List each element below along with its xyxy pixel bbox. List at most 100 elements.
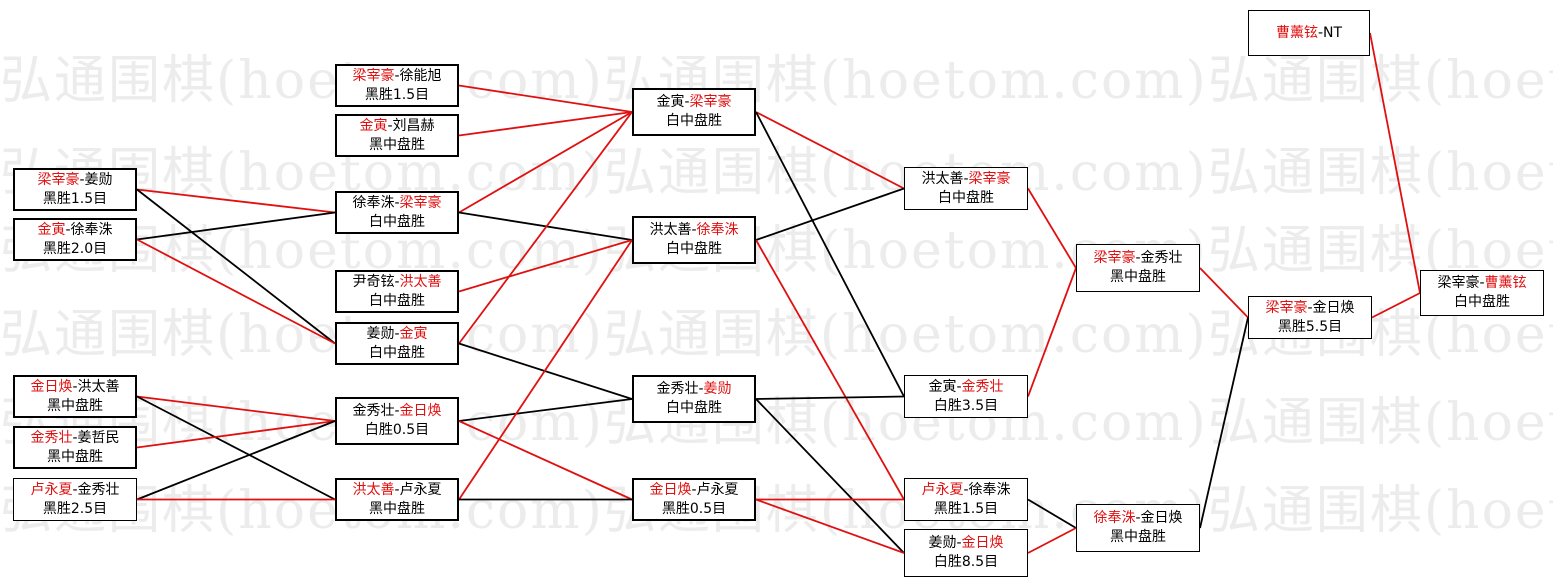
match-players: 洪太善-徐奉洙 [649,221,738,240]
bracket-connector-lose [136,211,336,241]
vs-separator: - [1317,24,1324,41]
player-black: 曹薰铉 [1275,24,1318,41]
match-players: 徐奉洙-梁宰豪 [352,194,441,213]
bracket-connector-win [458,111,633,137]
match-box: 金秀壮-姜哲民黑中盘胜 [13,426,137,469]
player-black: 金寅 [656,94,685,110]
bracket-connector-win [136,188,336,214]
bracket-connector-lose [136,188,336,345]
player-black: 梁宰豪 [352,67,395,84]
match-result: 黑中盘胜 [369,136,425,153]
match-box: 梁宰豪-金日焕黑胜5.5目 [1248,296,1372,339]
vs-separator: - [698,381,704,397]
match-box: 洪太善-卢永夏黑中盘胜 [335,478,459,521]
bracket-connector-win [458,111,633,214]
player-black: 金寅 [359,117,388,134]
match-players: 梁宰豪-徐能旭 [352,67,441,86]
match-box: 梁宰豪-曹薰铉白中盘胜 [1420,270,1544,316]
match-result: 黑胜2.5目 [42,500,108,517]
match-box: 梁宰豪-金秀壮黑中盘胜 [1076,244,1200,292]
match-players: 金寅-徐奉洙 [37,221,112,240]
match-players: 金寅-刘昌赫 [359,117,434,136]
bracket-connector-win [458,239,633,293]
player-black: 梁宰豪 [1265,299,1308,316]
match-box: 金寅-梁宰豪白中盘胜 [632,88,756,136]
player-white: 徐奉洙 [696,222,739,238]
match-players: 梁宰豪-金日焕 [1265,299,1354,318]
match-box: 尹奇铉-洪太善白中盘胜 [335,270,459,313]
player-white: 金日焕 [1312,299,1355,316]
match-result: 黑中盘胜 [47,397,103,414]
player-white: 姜哲民 [77,429,120,446]
match-players: 尹奇铉-洪太善 [352,273,441,292]
player-white: 姜勋 [703,381,732,397]
match-players: 梁宰豪-曹薰铉 [1437,274,1526,293]
player-black: 金秀壮 [352,403,395,419]
player-white: 金日焕 [961,535,1004,551]
match-players: 金日焕-卢永夏 [649,481,738,500]
match-result: 黑胜5.5目 [1277,318,1343,335]
player-white: 金日焕 [1140,510,1183,526]
bracket-connector-lose [755,398,905,554]
player-black: 梁宰豪 [1093,250,1136,266]
match-result: 白胜8.5目 [933,554,999,570]
bracket-connector-win [136,420,336,449]
player-white: 徐奉洙 [70,221,113,238]
match-box: 金日焕-洪太善黑中盘胜 [13,375,137,418]
bracket-connector-win [1369,32,1421,294]
vs-separator: - [72,429,78,446]
vs-separator: - [65,221,71,238]
match-box: 姜勋-金日焕白胜8.5目 [904,529,1028,577]
match-result: 白中盘胜 [666,113,722,129]
match-box: 卢永夏-金秀壮黑胜2.5目 [13,478,137,521]
match-box: 金秀壮-姜勋白中盘胜 [632,375,756,423]
match-box: 梁宰豪-徐能旭黑胜1.5目 [335,64,459,107]
vs-separator: - [956,535,962,551]
vs-separator: - [1307,299,1313,316]
match-players: 姜勋-金日焕 [928,534,1003,553]
match-players: 金秀壮-姜哲民 [30,429,119,448]
player-white: 曹薰铉 [1484,275,1527,291]
bracket-connector-win [136,395,336,422]
match-players: 曹薰铉-NT [1276,24,1342,43]
player-black: 卢永夏 [921,481,964,498]
player-white: NT [1323,24,1343,41]
bracket-connector-lose [755,111,905,397]
player-white: 姜勋 [84,171,113,188]
player-white: 金秀壮 [1140,250,1183,266]
vs-separator: - [394,325,400,342]
match-result: 白中盘胜 [666,241,722,257]
match-box: 姜勋-金寅白中盘胜 [335,322,459,365]
bracket-connector-win [136,238,336,345]
player-white: 梁宰豪 [689,94,732,110]
bracket-connector-win [1027,267,1077,397]
bracket-connector-lose [136,420,336,501]
bracket-connector-lose [1027,498,1077,529]
vs-separator: - [72,481,78,498]
player-black: 洪太善 [649,222,692,238]
match-result: 白中盘胜 [369,344,425,361]
match-players: 金寅-金秀壮 [928,378,1003,397]
match-box: 洪太善-梁宰豪白中盘胜 [904,167,1028,210]
match-players: 金寅-梁宰豪 [656,93,731,112]
vs-separator: - [394,481,400,498]
match-box: 金寅-徐奉洙黑胜2.0目 [13,218,137,261]
player-black: 金寅 [928,378,957,395]
match-result: 黑中盘胜 [1110,529,1166,545]
vs-separator: - [684,94,690,110]
player-black: 梁宰豪 [1437,275,1480,291]
bracket-connector-win [458,239,633,500]
match-players: 徐奉洙-金日焕 [1093,509,1182,528]
bracket-connector-win [1027,527,1077,554]
match-result: 白中盘胜 [666,400,722,416]
match-result: 黑中盘胜 [47,448,103,465]
match-players: 金日焕-洪太善 [30,378,119,397]
vs-separator: - [72,378,78,395]
match-players: 梁宰豪-姜勋 [37,171,112,190]
vs-separator: - [394,273,400,290]
match-box: 徐奉洙-梁宰豪白中盘胜 [335,191,459,234]
match-box: 梁宰豪-姜勋黑胜1.5目 [13,168,137,211]
match-box: 金寅-金秀壮白胜3.5目 [904,375,1028,418]
player-black: 姜勋 [366,325,395,342]
